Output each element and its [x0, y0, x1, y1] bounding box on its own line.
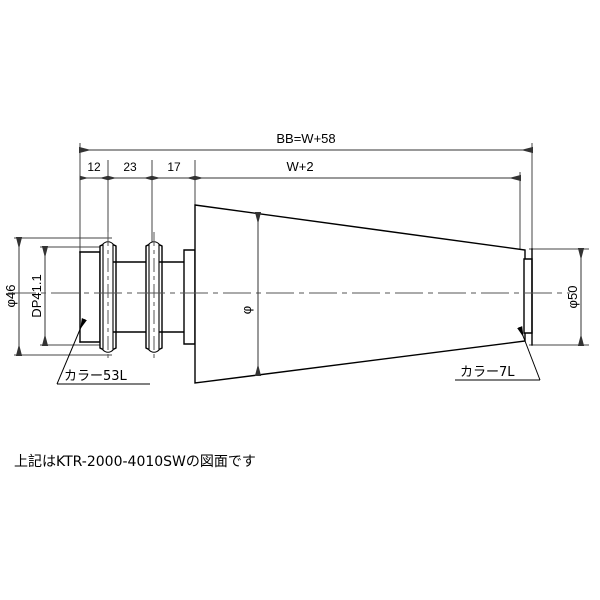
part-geometry-group	[79, 204, 533, 384]
collar-53l-leader-line	[56, 318, 87, 385]
dp411-label: DP41.1	[29, 274, 44, 317]
collar-7l-label: カラー7L	[460, 365, 515, 380]
cone-diameter-dimension-group: φ	[239, 212, 262, 376]
overall-dimension-label: BB=W+58	[276, 131, 335, 146]
phi50-label: φ50	[565, 286, 580, 309]
segment-12-label: 12	[87, 160, 101, 174]
phi46-label: φ46	[3, 285, 18, 308]
collar-7l-callout-group: カラー7L	[455, 326, 541, 381]
left-dimension-group: φ46 DP41.1	[3, 237, 112, 356]
segment-23-label: 23	[123, 160, 137, 174]
top-dimension-group: BB=W+58 12 23 17 W+2	[79, 131, 533, 258]
cone-diameter-label: φ	[239, 306, 254, 314]
collar-53l-callout-group: カラー53L	[56, 318, 150, 385]
segment-17-label: 17	[167, 160, 181, 174]
right-stub	[523, 258, 533, 334]
center-line-group	[8, 232, 570, 362]
drawing-caption: 上記はKTR-2000-4010SWの図面です	[14, 453, 256, 470]
cone-length-label: W+2	[286, 159, 313, 174]
right-dimension-group: φ50	[529, 248, 589, 346]
hub-boss	[183, 249, 196, 345]
collar-7l-leader-line	[517, 326, 541, 381]
collar-53l-label: カラー53L	[64, 369, 128, 384]
cone-body	[194, 204, 526, 384]
